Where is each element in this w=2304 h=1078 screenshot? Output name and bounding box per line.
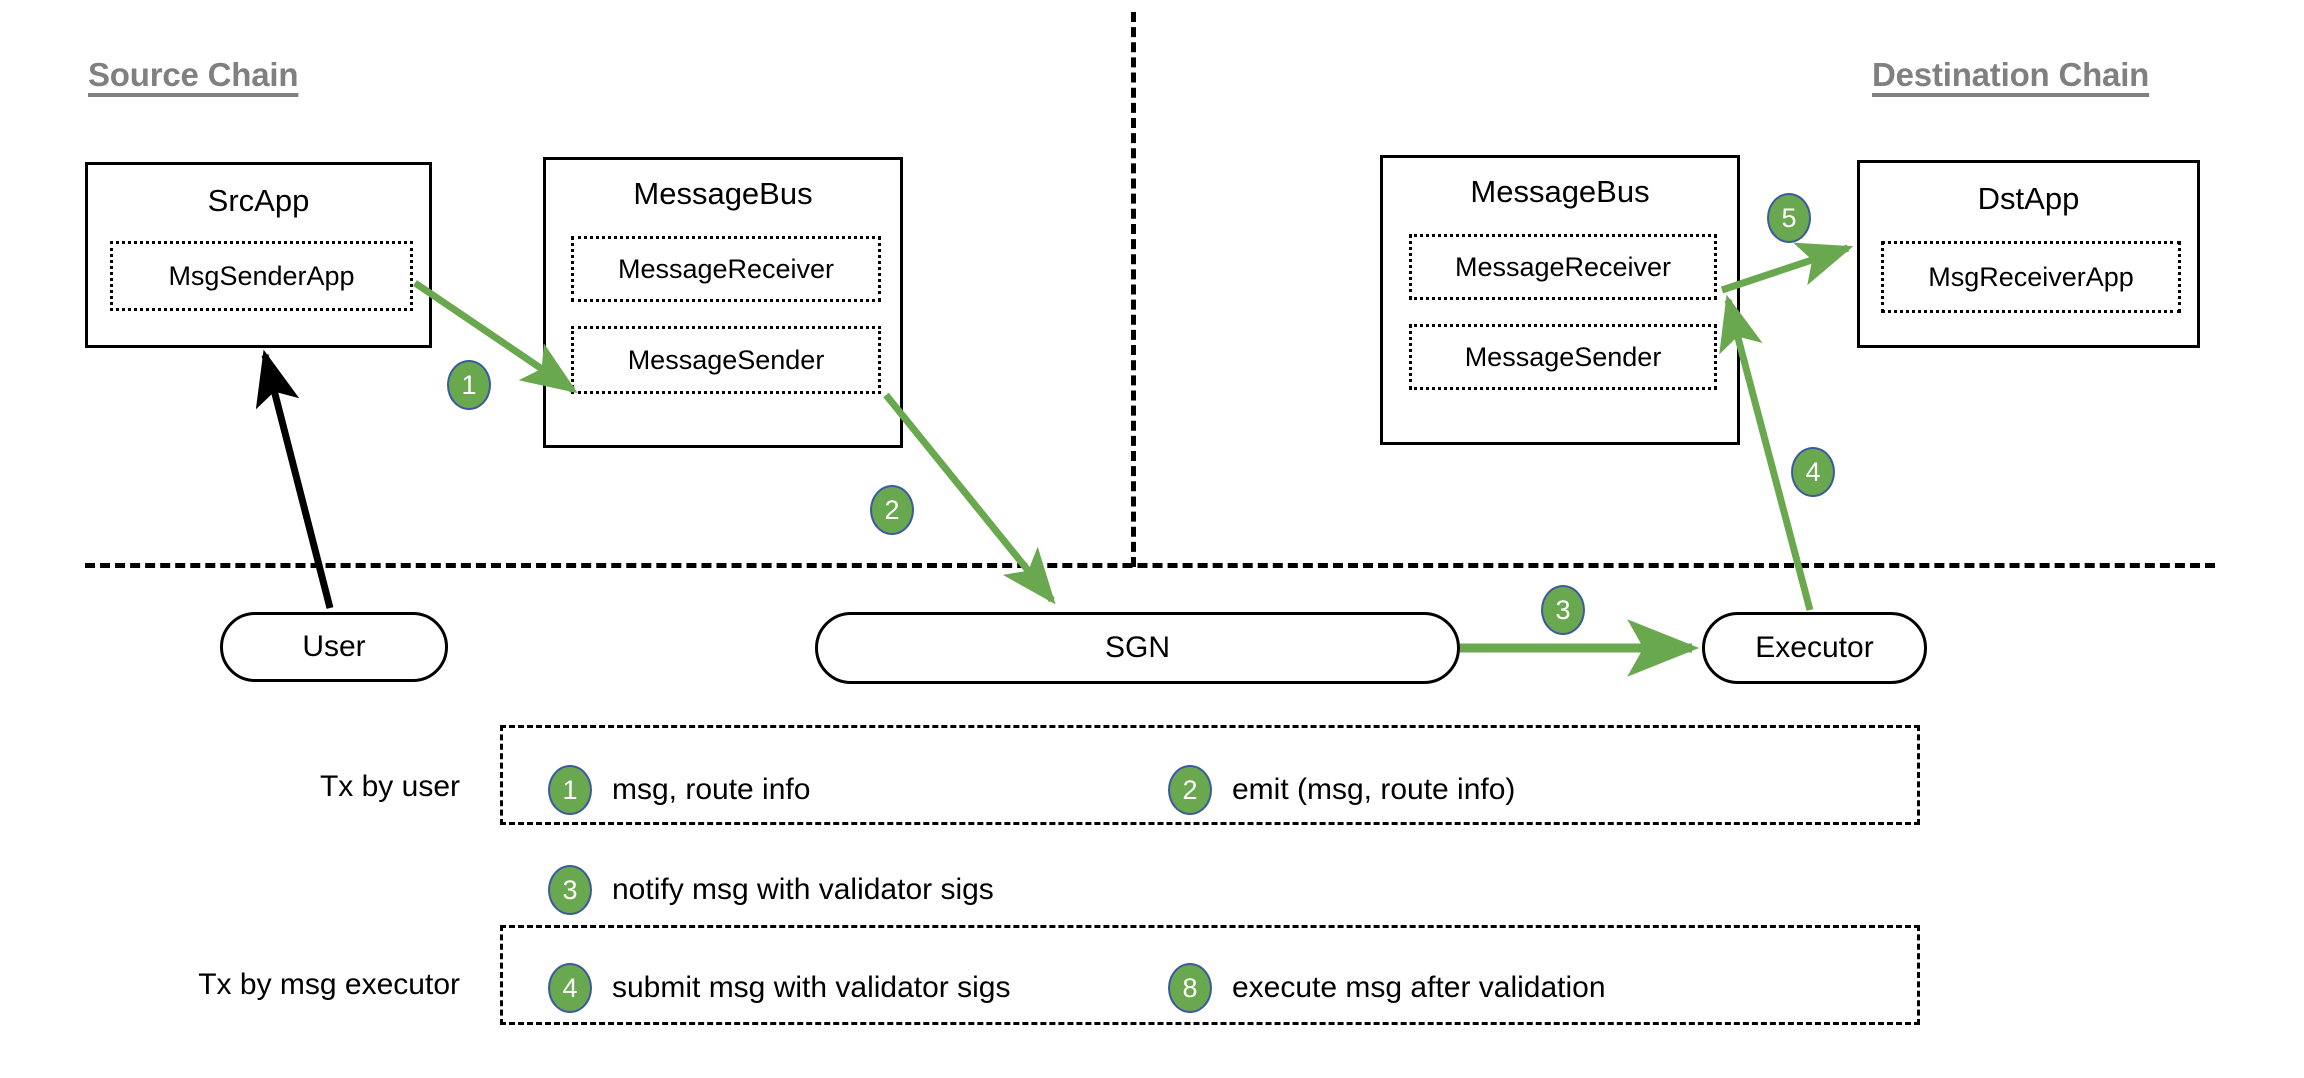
legend-item-4[interactable]: 4 submit msg with validator sigs: [548, 963, 1010, 1013]
flow-badge-2[interactable]: 2: [870, 485, 914, 535]
legend-badge-4: 4: [548, 963, 592, 1013]
legend-item-8[interactable]: 8 execute msg after validation: [1168, 963, 1606, 1013]
legend-badge-8: 8: [1168, 963, 1212, 1013]
srcapp-title: SrcApp: [207, 183, 310, 218]
legend-item-3[interactable]: 3 notify msg with validator sigs: [548, 865, 994, 915]
user-node[interactable]: User: [220, 612, 448, 682]
flow-badge-4[interactable]: 4: [1791, 447, 1835, 497]
arrow-step-5-messagereceiver-to-msgreceiverapp: [1720, 242, 1854, 294]
chain-separator-vertical-dashed-line: [1131, 12, 1136, 567]
destination-messagebus-box[interactable]: MessageBus MessageReceiver MessageSender: [1380, 155, 1740, 445]
legend-text-2: emit (msg, route info): [1232, 773, 1516, 806]
dstapp-box[interactable]: DstApp MsgReceiverApp: [1857, 160, 2200, 348]
flow-badge-1[interactable]: 1: [447, 360, 491, 410]
destination-messagebus-component-messagereceiver[interactable]: MessageReceiver: [1409, 234, 1717, 300]
legend-badge-1: 1: [548, 765, 592, 815]
source-messagebus-component-messagesender[interactable]: MessageSender: [571, 326, 881, 394]
arrow-user-to-srcapp: [255, 349, 334, 609]
source-messagebus-box[interactable]: MessageBus MessageReceiver MessageSender: [543, 157, 903, 448]
legend-item-2[interactable]: 2 emit (msg, route info): [1168, 765, 1515, 815]
legend-group-label-tx-by-user: Tx by user: [319, 770, 460, 803]
flow-badge-5[interactable]: 5: [1767, 193, 1811, 243]
legend-group-box-tx-by-msg-executor: [500, 925, 1920, 1025]
sgn-node[interactable]: SGN: [815, 612, 1460, 684]
srcapp-box[interactable]: SrcApp MsgSenderApp: [85, 162, 432, 348]
onchain-offchain-separator-horizontal-dashed-line: [85, 563, 2215, 568]
executor-node[interactable]: Executor: [1702, 612, 1927, 684]
legend-text-4: submit msg with validator sigs: [612, 971, 1011, 1004]
flow-badge-3[interactable]: 3: [1541, 585, 1585, 635]
dstapp-title: DstApp: [1977, 181, 2080, 216]
legend-group-label-tx-by-msg-executor: Tx by msg executor: [198, 968, 460, 1001]
legend-item-1[interactable]: 1 msg, route info: [548, 765, 810, 815]
legend-badge-3: 3: [548, 865, 592, 915]
legend-text-3: notify msg with validator sigs: [612, 873, 994, 906]
source-chain-title: Source Chain: [88, 56, 299, 93]
destination-chain-title: Destination Chain: [1872, 56, 2150, 93]
source-messagebus-component-messagereceiver[interactable]: MessageReceiver: [571, 236, 881, 302]
destination-messagebus-title: MessageBus: [1470, 174, 1650, 209]
legend-badge-2: 2: [1168, 765, 1212, 815]
source-messagebus-title: MessageBus: [633, 176, 813, 211]
srcapp-component-msgsenderapp[interactable]: MsgSenderApp: [110, 241, 413, 311]
destination-messagebus-component-messagesender[interactable]: MessageSender: [1409, 324, 1717, 390]
legend-group-box-tx-by-user: [500, 725, 1920, 825]
legend-text-1: msg, route info: [612, 773, 811, 806]
legend-text-8: execute msg after validation: [1232, 971, 1606, 1004]
dstapp-component-msgreceiverapp[interactable]: MsgReceiverApp: [1881, 241, 2181, 313]
